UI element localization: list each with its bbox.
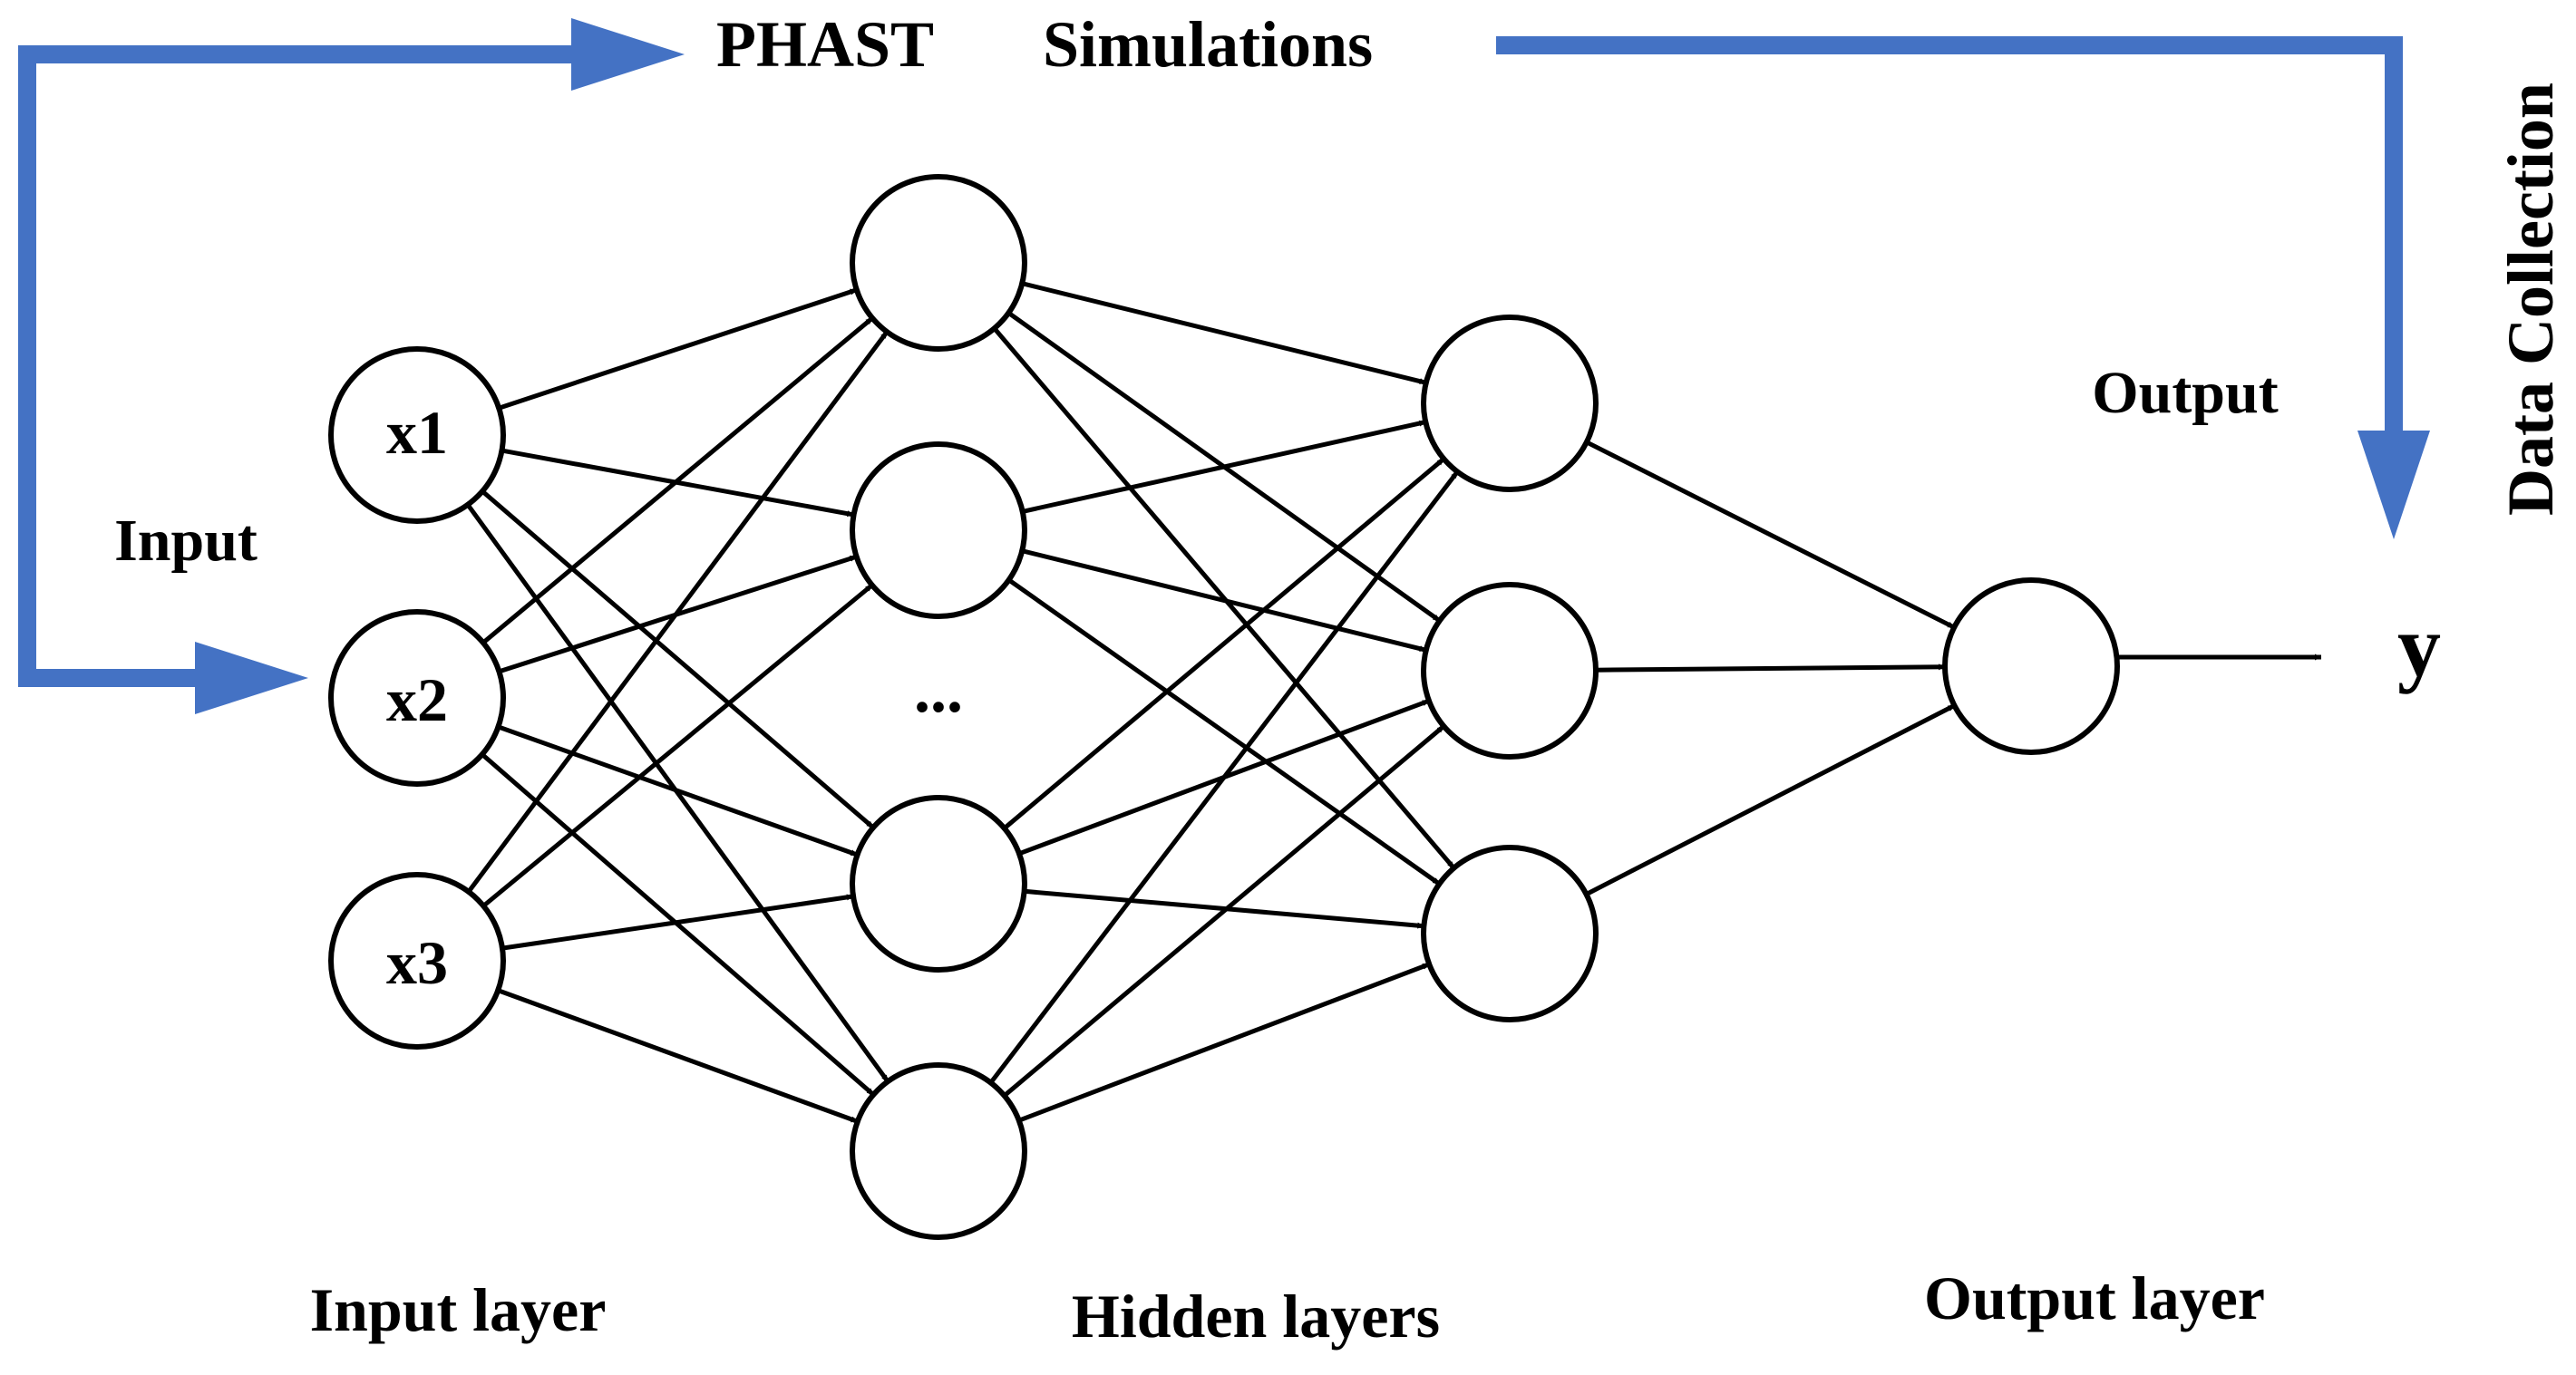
connection-hidden1-node-3-to-hidden2-node-1 <box>1003 457 1445 830</box>
hidden1-node-3 <box>850 795 1027 973</box>
data-collection-arrow <box>1496 36 2403 435</box>
connection-hidden2-node-2-to-output-node <box>1595 663 1946 673</box>
connection-hidden2-node-3-to-output-node <box>1585 703 1956 896</box>
connection-input-node-3-to-hidden1-node-1 <box>466 330 889 894</box>
network-neurons <box>328 174 2120 1240</box>
output-layer-caption: Output layer <box>1924 1264 2265 1332</box>
connection-hidden2-node-1-to-output-node <box>1585 440 1956 630</box>
connection-input-node-2-to-hidden1-node-3 <box>497 724 859 857</box>
input-node-2 <box>328 609 506 787</box>
input-feedback-arrow <box>18 45 580 687</box>
input-node-1 <box>328 346 506 524</box>
connection-input-node-1-to-hidden1-node-3 <box>481 489 875 829</box>
hidden1-node-1 <box>850 174 1027 352</box>
simulations-label: Simulations <box>1043 8 1373 81</box>
data-collection-label: Data Collection <box>2494 82 2567 516</box>
arrow-to-output-head <box>2357 431 2430 539</box>
hidden2-node-2 <box>1421 582 1599 760</box>
connection-input-node-3-to-hidden1-node-4 <box>497 988 859 1124</box>
hidden1-node-4 <box>850 1062 1027 1240</box>
hidden-ellipsis: ... <box>914 654 963 726</box>
input-label: Input <box>114 508 258 574</box>
input-node-3 <box>328 872 506 1050</box>
input-node-label-x3: x3 <box>386 928 448 997</box>
network-connections <box>465 281 2321 1124</box>
connection-hidden1-node-4-to-hidden2-node-2 <box>1003 724 1445 1098</box>
connection-input-node-3-to-hidden1-node-3 <box>501 894 854 951</box>
input-layer-caption: Input layer <box>310 1275 607 1344</box>
connection-hidden1-node-2-to-hidden2-node-2 <box>1021 548 1427 653</box>
output-label: Output <box>2092 360 2278 426</box>
connection-hidden1-node-1-to-hidden2-node-1 <box>1021 281 1427 385</box>
output-y-label: y <box>2397 597 2441 694</box>
phast-label: PHAST <box>716 8 934 81</box>
hidden-layers-caption: Hidden layers <box>1072 1282 1440 1351</box>
connection-input-node-1-to-hidden1-node-1 <box>498 287 858 411</box>
data-flow-arrows <box>18 18 2430 714</box>
hidden2-node-1 <box>1421 315 1599 492</box>
hidden1-node-2 <box>850 441 1027 619</box>
connection-hidden1-node-4-to-hidden2-node-1 <box>988 470 1460 1085</box>
connection-input-node-2-to-hidden1-node-1 <box>481 315 874 645</box>
connection-input-node-3-to-hidden1-node-2 <box>481 583 874 908</box>
output-node <box>1942 577 2120 755</box>
arrow-to-input-head <box>195 642 308 714</box>
input-node-label-x1: x1 <box>386 398 448 467</box>
connection-hidden1-node-4-to-hidden2-node-3 <box>1017 962 1431 1123</box>
input-node-label-x2: x2 <box>386 665 448 734</box>
connection-hidden1-node-2-to-hidden2-node-1 <box>1022 420 1426 514</box>
hidden2-node-3 <box>1421 845 1599 1022</box>
connection-hidden1-node-2-to-hidden2-node-3 <box>1007 577 1441 886</box>
arrow-to-phast-head <box>571 18 685 91</box>
